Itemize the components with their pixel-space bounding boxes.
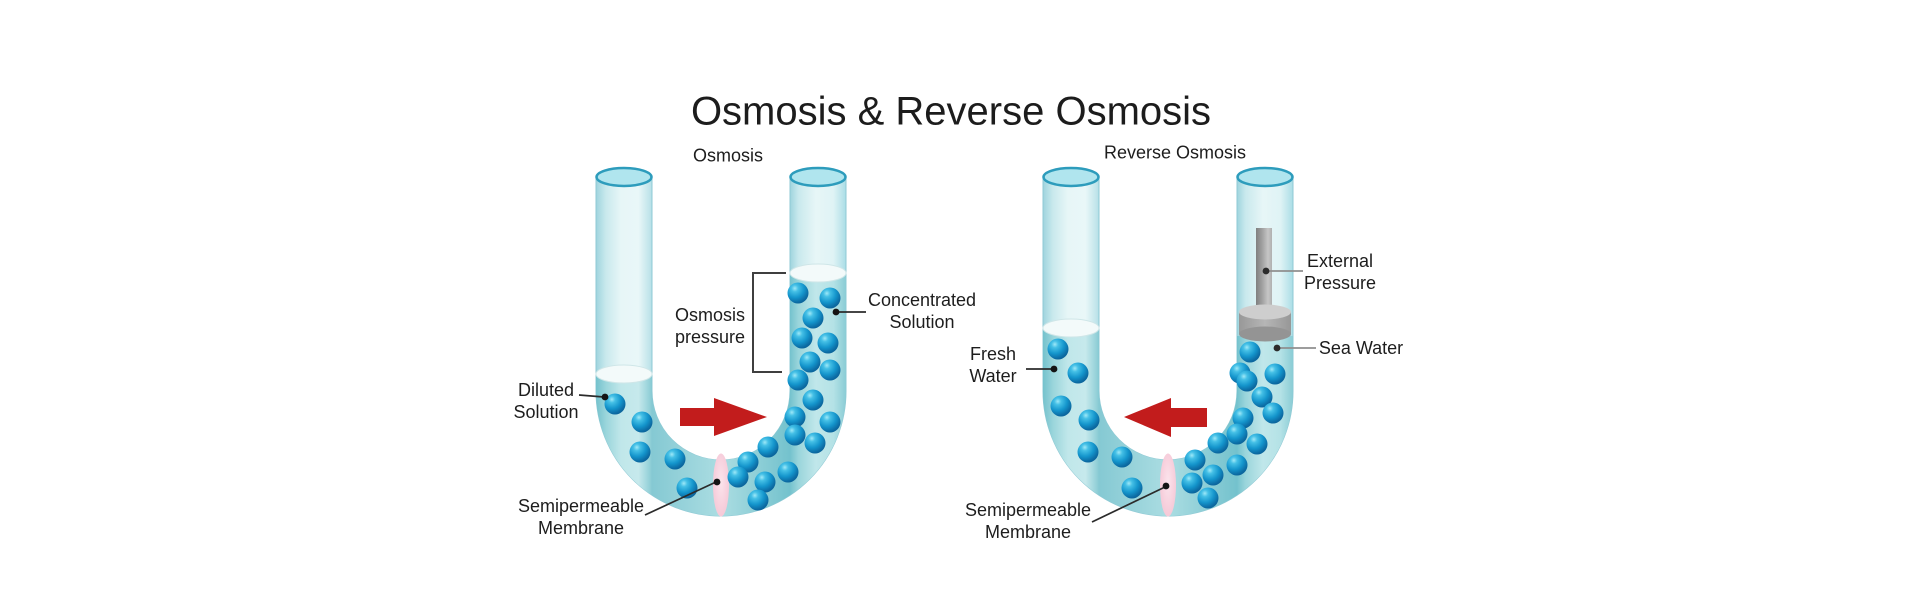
concentrated-solution-balls [727, 282, 841, 511]
solute-particle [757, 436, 779, 458]
solute-particle [1262, 402, 1284, 424]
solute-particle [604, 393, 626, 415]
solute-particle [1111, 446, 1133, 468]
solute-particle [754, 471, 776, 493]
solute-particle [747, 489, 769, 511]
osmosis-flow-arrow [680, 398, 767, 436]
fresh-water-surface [1042, 318, 1100, 338]
solute-particle [1181, 472, 1203, 494]
external-pressure-label: External Pressure [1303, 251, 1377, 293]
solute-particle [784, 424, 806, 446]
diluted-water-surface [595, 364, 653, 384]
solute-particle [1078, 409, 1100, 431]
solute-particle [1251, 386, 1273, 408]
solute-particle [1226, 423, 1248, 445]
solute-particle [1050, 395, 1072, 417]
sea-water-label: Sea Water [1318, 338, 1404, 358]
solute-particle [1239, 341, 1261, 363]
piston-disc-top [1239, 304, 1291, 320]
solute-particle [1264, 363, 1286, 385]
solute-particle [1246, 433, 1268, 455]
fresh-water-leader [1026, 365, 1058, 373]
concentrated-solution-label: Concentrated Solution [867, 290, 977, 332]
osmosis-water [596, 273, 846, 516]
solute-particle [1077, 441, 1099, 463]
external-pressure-leader [1262, 267, 1303, 275]
solute-particle [1197, 487, 1219, 509]
solute-particle [819, 287, 841, 309]
solute-particle [727, 466, 749, 488]
reverse-osmosis-utube [1026, 166, 1316, 523]
solute-particle [631, 411, 653, 433]
osmosis-tube-opening-left [595, 166, 653, 188]
solute-particle [1067, 362, 1089, 384]
solute-particle [1236, 370, 1258, 392]
diluted-solution-leader [578, 393, 609, 401]
concentrated-solution-leader [832, 308, 866, 316]
solute-particle [804, 432, 826, 454]
piston-disc-bottom [1239, 326, 1291, 342]
diluted-solution-label: Diluted Solution [513, 380, 579, 422]
solute-particle [1121, 477, 1143, 499]
solute-particle [1232, 407, 1254, 429]
solute-particle [787, 369, 809, 391]
osmosis-membrane-leader [644, 478, 721, 516]
semipermeable-membrane-left [713, 453, 729, 517]
sea-water-leader [1273, 344, 1316, 352]
solute-particle [737, 451, 759, 473]
fresh-water-label: Fresh Water [969, 344, 1017, 386]
piston [1239, 228, 1291, 342]
solute-particle [1184, 449, 1206, 471]
osmosis-pressure-bracket [752, 272, 786, 373]
reverse-tube-opening-left [1042, 166, 1100, 188]
solute-particle [802, 389, 824, 411]
solute-particle [1226, 454, 1248, 476]
solute-particle [1207, 432, 1229, 454]
solute-particle [819, 411, 841, 433]
solute-particle [791, 327, 813, 349]
reverse-osmosis-subtitle: Reverse Osmosis [1103, 142, 1247, 163]
osmosis-tube-opening-right [789, 166, 847, 188]
osmosis-pressure-label: Osmosis pressure [674, 305, 746, 347]
solute-particle [817, 332, 839, 354]
solute-particle [664, 448, 686, 470]
reverse-flow-arrow [1124, 398, 1207, 437]
solute-particle [802, 307, 824, 329]
reverse-membrane-leader [1091, 482, 1170, 523]
solute-particle [799, 351, 821, 373]
semipermeable-membrane-label-left: Semipermeable Membrane [517, 496, 645, 538]
solute-particle [819, 359, 841, 381]
solute-particle [787, 282, 809, 304]
concentrated-water-surface [789, 263, 847, 283]
solute-particle [1047, 338, 1069, 360]
page-title: Osmosis & Reverse Osmosis [690, 89, 1212, 134]
solute-particle [1202, 464, 1224, 486]
semipermeable-membrane-label-right: Semipermeable Membrane [964, 500, 1092, 542]
solute-particle [777, 461, 799, 483]
sea-water-balls [1181, 341, 1286, 509]
osmosis-subtitle: Osmosis [692, 145, 764, 166]
reverse-tube-opening-right [1236, 166, 1294, 188]
solute-particle [629, 441, 651, 463]
osmosis-utube [578, 166, 866, 517]
solute-particle [784, 406, 806, 428]
fresh-water-balls [1047, 338, 1143, 499]
